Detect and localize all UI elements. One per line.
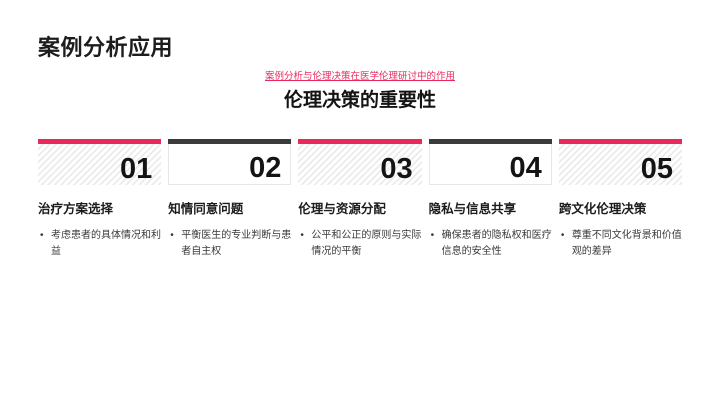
section-heading: 伦理决策的重要性 [283,90,436,111]
column-02-number-box: 02 [168,144,292,185]
column-02-number: 02 [249,152,282,184]
bullet-item: 考虑患者的具体情况和利益 [38,228,161,259]
column-02-bullets: 平衡医生的专业判断与患者自主权 [168,228,291,259]
column-03-number-box: 03 [298,144,422,185]
column-03-number: 03 [380,153,413,185]
numbered-columns: 01 治疗方案选择 考虑患者的具体情况和利益 02 知情同意问题 平衡医生的专业… [38,139,683,259]
column-01-number: 01 [119,153,153,185]
column-03-accent-bar [298,139,422,144]
bullet-item: 确保患者的隐私权和医疗信息的安全性 [429,228,552,259]
column-05-bullets: 尊重不同文化背景和价值观的差异 [559,228,682,259]
column-05-accent-bar [558,139,683,144]
column-01-bullets: 考虑患者的具体情况和利益 [38,228,161,259]
column-05-heading: 跨文化伦理决策 [558,202,647,216]
page-title: 案例分析应用 [38,35,174,60]
bullet-item: 平衡医生的专业判断与患者自主权 [168,228,291,259]
column-04-number-box: 04 [428,144,552,185]
column-01-number-box: 01 [38,144,162,185]
column-04-accent-bar [428,139,552,144]
column-03-heading: 伦理与资源分配 [298,202,386,216]
column-01-accent-bar [38,139,162,144]
column-02-heading: 知情同意问题 [168,202,244,216]
bullet-item: 尊重不同文化背景和价值观的差异 [559,228,682,259]
column-02: 02 知情同意问题 平衡医生的专业判断与患者自主权 [168,139,292,259]
column-05: 05 跨文化伦理决策 尊重不同文化背景和价值观的差异 [558,139,683,259]
column-05-number: 05 [640,153,674,185]
column-01-heading: 治疗方案选择 [38,202,114,216]
column-04: 04 隐私与信息共享 确保患者的隐私权和医疗信息的安全性 [428,139,552,259]
column-04-number: 04 [509,152,542,184]
bullet-item: 公平和公正的原则与实际情况的平衡 [298,228,421,259]
column-01: 01 治疗方案选择 考虑患者的具体情况和利益 [38,139,162,259]
column-05-number-box: 05 [558,144,683,185]
column-03-bullets: 公平和公正的原则与实际情况的平衡 [298,228,421,259]
slide-subtitle-link: 案例分析与伦理决策在医学伦理研讨中的作用 [264,71,455,82]
column-02-accent-bar [168,139,292,144]
column-03: 03 伦理与资源分配 公平和公正的原则与实际情况的平衡 [298,139,422,259]
column-04-bullets: 确保患者的隐私权和医疗信息的安全性 [429,228,552,259]
column-04-heading: 隐私与信息共享 [428,202,517,216]
